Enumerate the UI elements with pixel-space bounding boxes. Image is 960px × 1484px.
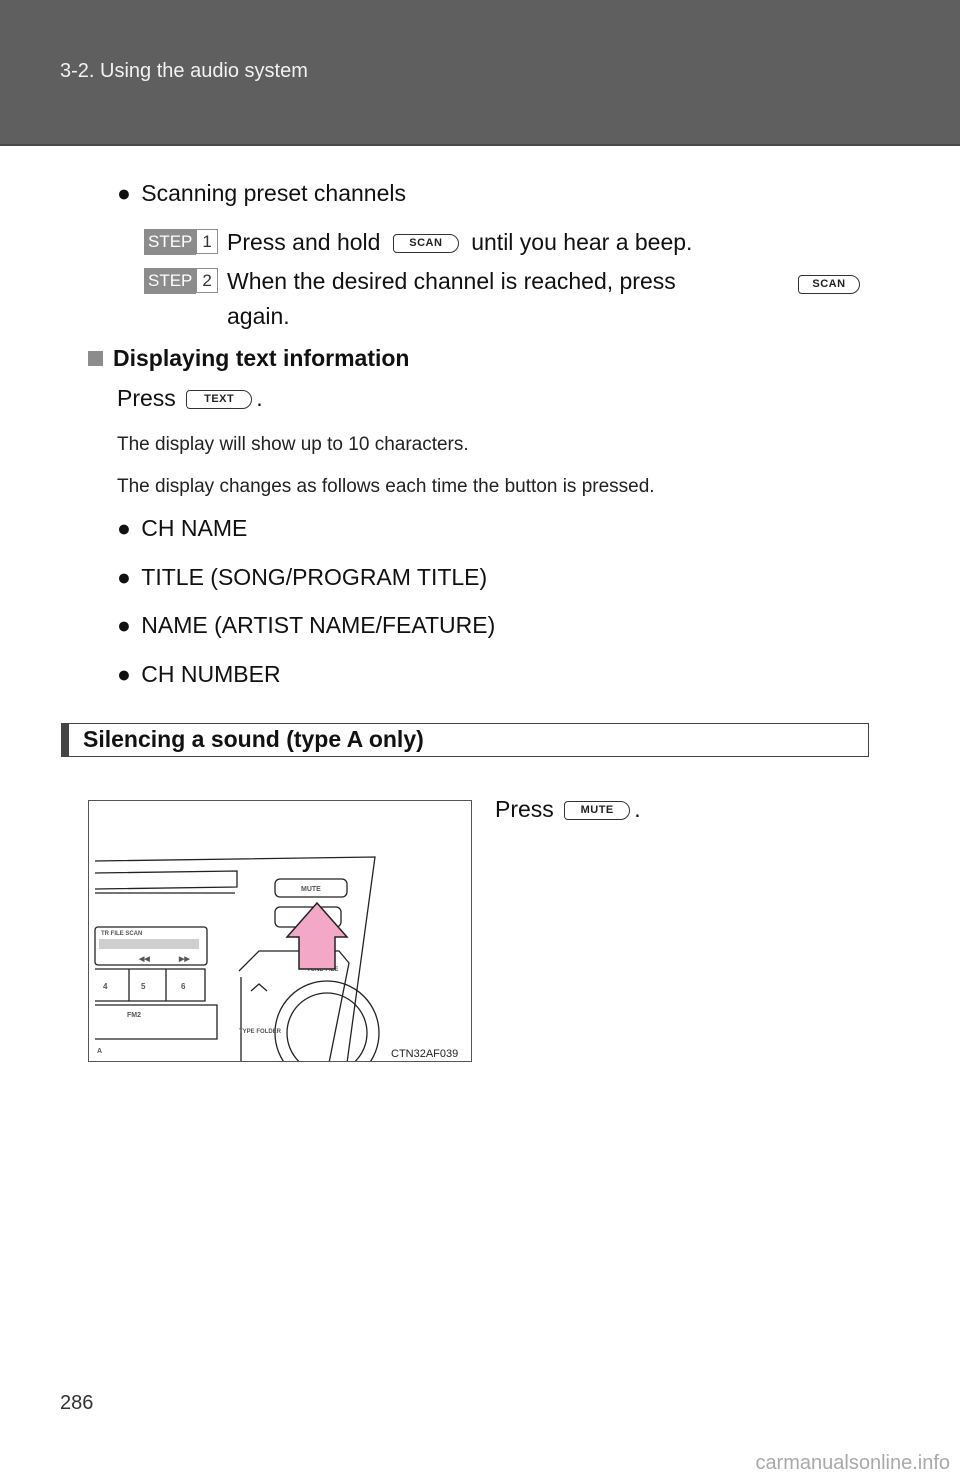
step-1-text-a: Press and hold <box>227 229 381 255</box>
text-info-heading: Displaying text information <box>113 345 410 371</box>
heading-square-icon <box>88 351 103 366</box>
scan-heading: Scanning preset channels <box>141 180 406 206</box>
audio-unit-illustration: TR FILE SCAN ◀◀ ▶▶ 4 5 6 FM2 TYPE FOLDER… <box>88 800 472 1062</box>
tune-file-label: TUNE·FILE <box>307 967 338 973</box>
step-number: 1 <box>196 229 218 254</box>
scan-heading-row: ● Scanning preset channels <box>117 180 406 207</box>
scan-button-icon: SCAN <box>392 234 459 254</box>
watermark: carmanualsonline.info <box>755 1452 950 1474</box>
list-item: ● TITLE (SONG/PROGRAM TITLE) <box>117 564 487 591</box>
figure-mute-button: MUTE <box>301 886 321 893</box>
list-item-text: NAME (ARTIST NAME/FEATURE) <box>141 612 496 638</box>
list-item: ● CH NAME <box>117 515 247 542</box>
list-item-text: TITLE (SONG/PROGRAM TITLE) <box>141 564 488 590</box>
list-item: ● CH NUMBER <box>117 661 281 688</box>
step-label: STEP <box>144 229 197 255</box>
step-2-text-a: When the desired channel is reached, pre… <box>227 268 676 294</box>
type-folder-label: TYPE FOLDER <box>239 1029 282 1035</box>
page-number: 286 <box>60 1392 94 1414</box>
bullet-icon: ● <box>117 564 131 590</box>
fm-label: FM2 <box>127 1012 141 1019</box>
period: . <box>634 796 641 822</box>
bullet-icon: ● <box>117 515 131 541</box>
mute-press-row: Press MUTE. <box>495 796 641 823</box>
period: . <box>256 385 263 411</box>
display-labels: TR FILE SCAN <box>101 931 142 937</box>
list-item: ● NAME (ARTIST NAME/FEATURE) <box>117 612 495 639</box>
text-info-heading-row: Displaying text information <box>88 345 409 372</box>
bullet-icon: ● <box>117 180 131 206</box>
corner-label: A <box>97 1048 102 1055</box>
list-item-text: CH NUMBER <box>141 661 281 687</box>
preset-5: 5 <box>141 982 146 991</box>
section-title-bar: Silencing a sound (type A only) <box>61 723 869 757</box>
note-chars: The display will show up to 10 character… <box>117 434 469 455</box>
preset-6: 6 <box>181 982 186 991</box>
preset-4: 4 <box>103 982 108 991</box>
step-number: 2 <box>196 268 218 293</box>
scan-button-icon: SCAN <box>798 275 860 294</box>
press-label: Press <box>117 385 176 411</box>
press-label: Press <box>495 796 554 822</box>
text-press-row: Press TEXT. <box>117 385 263 412</box>
step-1-text: Press and hold SCAN until you hear a bee… <box>227 229 692 256</box>
bullet-icon: ● <box>117 661 131 687</box>
step-2-text: When the desired channel is reached, pre… <box>227 268 676 295</box>
step-2-text-cont: again. <box>227 303 290 329</box>
audio-unit-drawing: TR FILE SCAN ◀◀ ▶▶ 4 5 6 FM2 TYPE FOLDER… <box>94 856 458 1061</box>
note-changes: The display changes as follows each time… <box>117 476 655 497</box>
step-label: STEP <box>144 268 197 294</box>
section-title: Silencing a sound (type A only) <box>83 726 424 752</box>
page-header: 3-2. Using the audio system <box>0 0 960 146</box>
list-item-text: CH NAME <box>141 515 248 541</box>
figure-code: CTN32AF039 <box>391 1048 458 1060</box>
step-1-text-b: until you hear a beep. <box>471 229 693 255</box>
mute-button-icon: MUTE <box>564 801 631 821</box>
section-breadcrumb: 3-2. Using the audio system <box>60 60 308 82</box>
seek-forward-icon: ▶▶ <box>178 956 190 963</box>
text-button-icon: TEXT <box>186 390 253 410</box>
seek-back-icon: ◀◀ <box>138 956 150 963</box>
bullet-icon: ● <box>117 612 131 638</box>
pointer-arrow-icon <box>285 901 349 970</box>
